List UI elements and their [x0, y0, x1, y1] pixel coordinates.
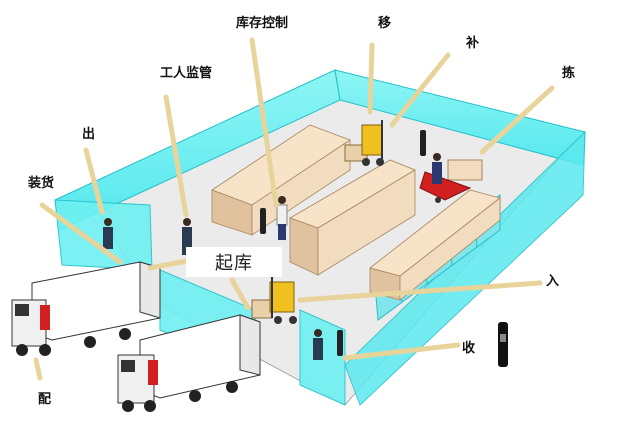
leader-lines: [33, 37, 555, 381]
worker-icon: [103, 218, 113, 249]
label-inventory-control: 库存控制: [236, 16, 289, 31]
forklift-icon: [344, 120, 384, 166]
leader-inbound: [297, 280, 543, 303]
forklift-icon: [251, 276, 297, 324]
scanner-icon: [260, 208, 266, 234]
label-pick: 拣: [562, 66, 576, 81]
label-inbound: 入: [546, 274, 560, 289]
label-move: 移: [378, 16, 392, 31]
worker-icon: [313, 329, 323, 360]
label-distribute: 配: [38, 392, 52, 407]
leader-center: [147, 257, 195, 271]
leader-inventory-control: [249, 37, 279, 208]
truck-icon: [117, 314, 261, 412]
leader-outbound: [83, 147, 105, 215]
leader-move: [367, 42, 375, 115]
truck-icon: [11, 261, 161, 356]
label-replenish: 补: [466, 36, 480, 51]
box-stack-icon: [289, 159, 416, 276]
center-label: 起库: [186, 247, 282, 277]
box-stack-icon: [369, 189, 501, 301]
leader-receive: [342, 342, 461, 361]
leader-pick: [479, 85, 555, 155]
leader-replenish: [389, 52, 451, 128]
scanner-icon: [498, 322, 508, 367]
label-loading: 装货: [28, 176, 55, 191]
leader-loading: [39, 202, 123, 265]
worker-icon: [276, 196, 288, 240]
leader-supervision: [163, 94, 189, 218]
right-wall: [344, 130, 586, 406]
leader-distribute: [33, 357, 43, 381]
worker-icon: [182, 218, 192, 255]
label-outbound: 出: [82, 127, 96, 142]
label-receive: 收: [462, 341, 476, 356]
scanner-icon: [337, 330, 343, 356]
label-supervision: 工人监管: [160, 66, 213, 81]
scanner-icon: [420, 130, 426, 156]
worker-icon: [432, 153, 442, 184]
leader-center-2: [229, 277, 251, 311]
